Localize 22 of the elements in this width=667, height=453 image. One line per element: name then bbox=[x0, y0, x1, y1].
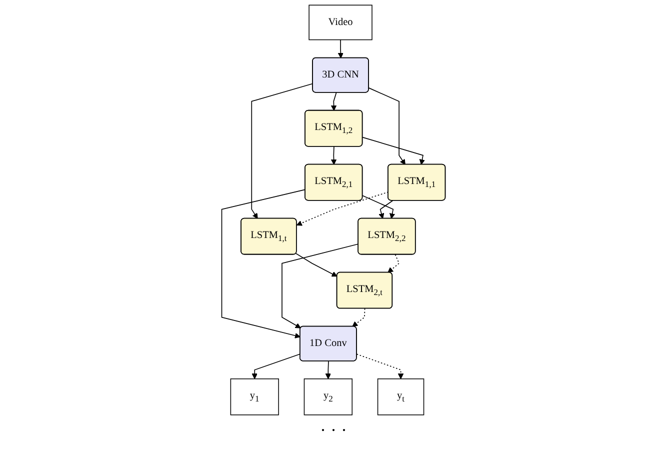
arrow bbox=[282, 244, 359, 328]
arrow bbox=[388, 254, 400, 273]
arrow bbox=[330, 92, 337, 111]
arrow bbox=[296, 192, 389, 226]
arrow bbox=[352, 308, 366, 327]
node-box: y$_{1}$ bbox=[230, 378, 279, 416]
arrow bbox=[251, 83, 314, 219]
arrow bbox=[356, 354, 404, 380]
arrow bbox=[221, 189, 306, 338]
arrow bbox=[368, 88, 406, 165]
node-box: y$_{t}$ bbox=[377, 378, 424, 416]
arrow bbox=[330, 146, 337, 165]
arrow bbox=[362, 195, 396, 219]
ellipsis-label: · · · bbox=[320, 420, 347, 440]
arrow bbox=[325, 360, 331, 380]
node-box: y$_{2}$ bbox=[304, 378, 352, 416]
node-box: Video bbox=[308, 4, 372, 40]
arrow bbox=[362, 136, 425, 165]
arrow bbox=[252, 354, 301, 380]
arrow bbox=[378, 200, 394, 219]
arrow bbox=[296, 253, 338, 277]
arrow bbox=[338, 39, 344, 58]
